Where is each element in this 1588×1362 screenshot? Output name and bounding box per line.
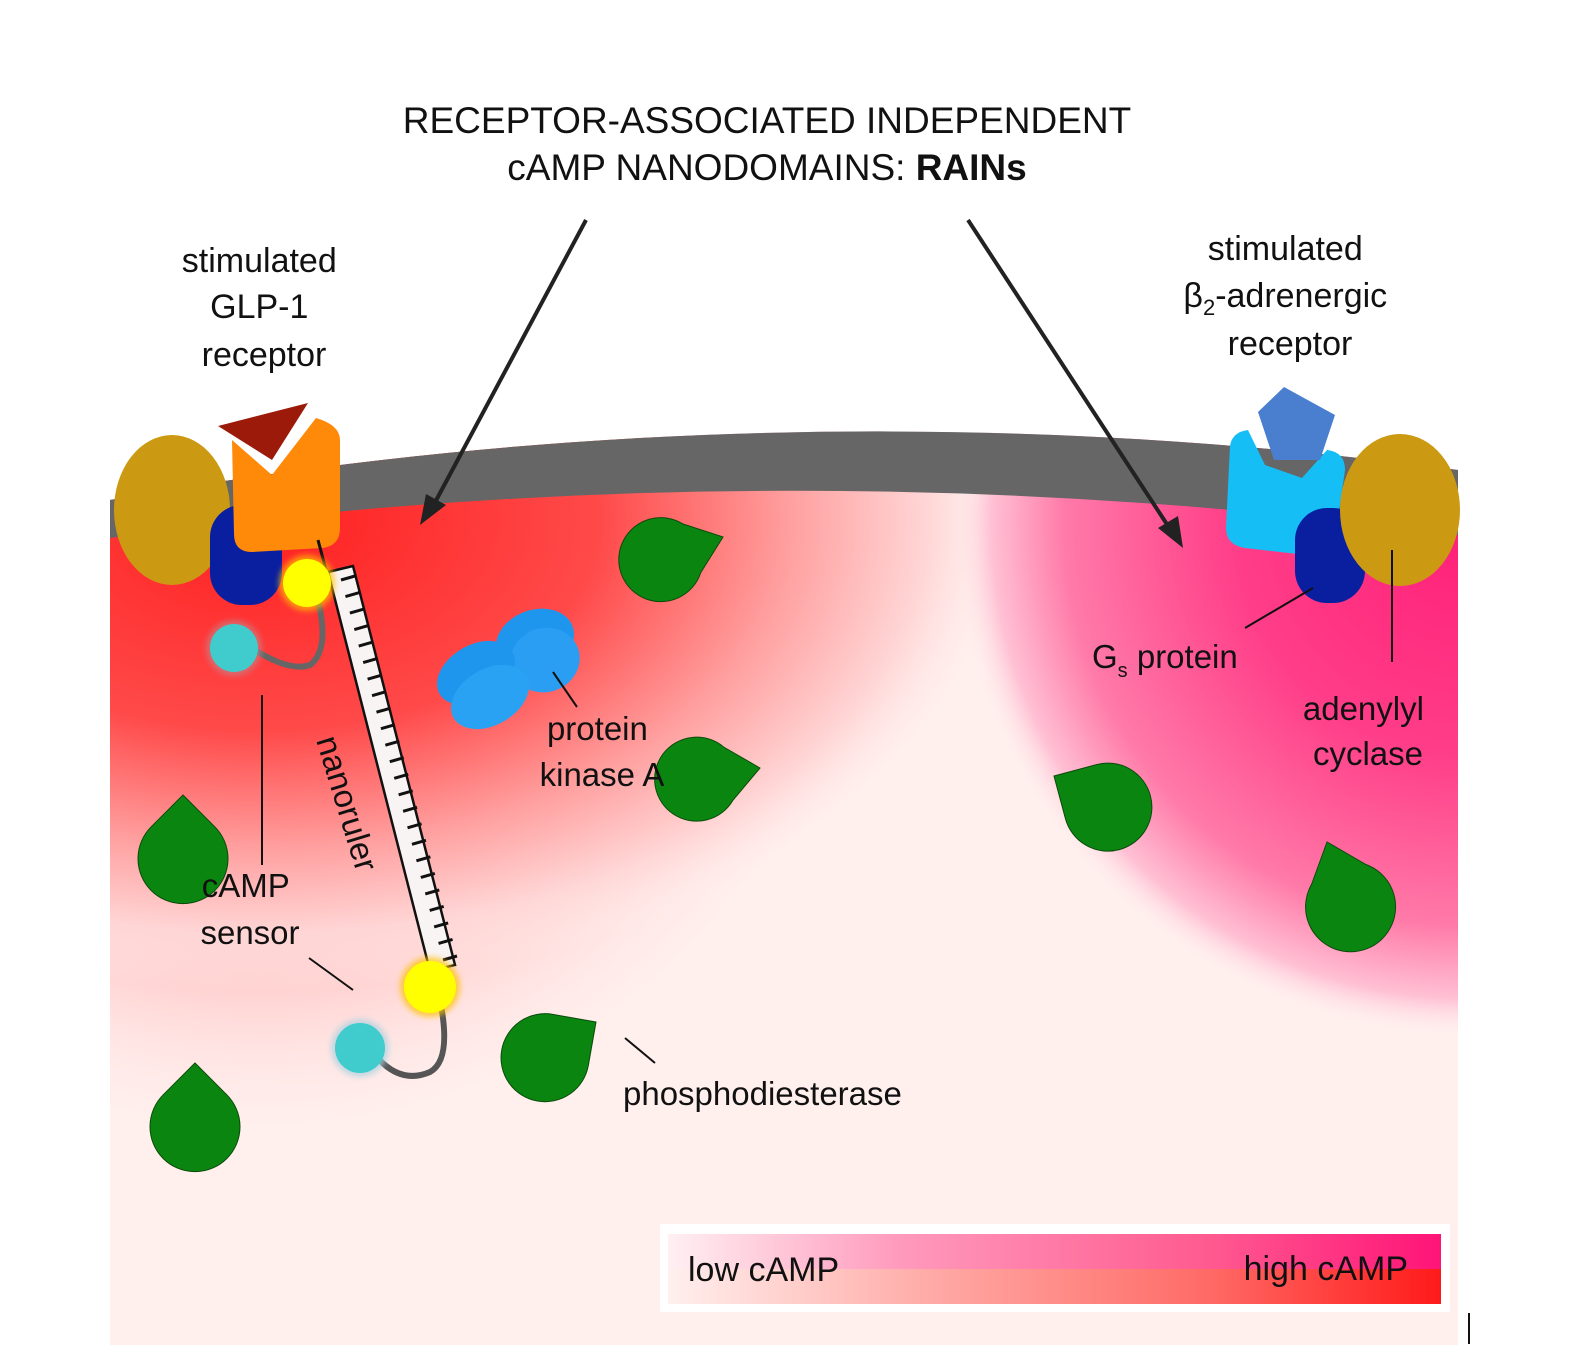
- ruler-tick: [442, 954, 458, 962]
- gs-protein-label: Gs protein: [1092, 638, 1238, 682]
- camp-sensor-bottom: [331, 957, 460, 1079]
- ruler-tick: [371, 690, 387, 698]
- ruler-tick: [358, 640, 374, 648]
- ruler-tick: [424, 888, 440, 896]
- ruler-tick: [438, 938, 453, 945]
- ruler-tick: [420, 871, 436, 879]
- legend-gradient-pink: [668, 1234, 1441, 1269]
- ruler-tick: [362, 657, 378, 665]
- legend-high-label: high cAMP: [1244, 1250, 1408, 1288]
- adenylyl-cyclase-left: [114, 435, 230, 585]
- plasma-membrane: [110, 431, 1458, 538]
- ruler-tick: [411, 838, 427, 846]
- diagram-title-line2: cAMP NANODOMAINS: RAINs: [507, 147, 1026, 188]
- ruler-tick: [389, 756, 405, 764]
- ruler-tick: [349, 607, 365, 615]
- camp-legend: low cAMP high cAMP: [660, 1224, 1450, 1312]
- diagram-title-line1: RECEPTOR-ASSOCIATED INDEPENDENT: [403, 100, 1131, 141]
- legend-low-label: low cAMP: [688, 1251, 839, 1289]
- leader-lines: [261, 550, 1393, 1064]
- camp-sensor-label: cAMP sensor: [200, 867, 299, 951]
- phosphodiesterase: [618, 517, 724, 603]
- ruler-tick: [376, 706, 391, 714]
- phosphodiesterase: [137, 794, 229, 905]
- phosphodiesterase: [654, 736, 761, 822]
- phosphodiesterase: [149, 1062, 241, 1173]
- ruler-tick: [407, 822, 422, 830]
- legend-gradient-red: [668, 1269, 1441, 1304]
- phosphodiesterase: [1305, 841, 1397, 953]
- beta2-ligand: [1258, 387, 1335, 460]
- ruler-tick: [433, 921, 449, 929]
- glp1-receptor-label: stimulated GLP-1 receptor: [182, 242, 346, 374]
- camp-sensor-top: [206, 555, 335, 676]
- ruler-tick: [340, 574, 356, 582]
- ruler-tick: [393, 772, 409, 780]
- beta2-receptor-label: stimulated β2-adrenergic receptor: [1183, 230, 1396, 363]
- ruler-tick: [415, 855, 431, 863]
- ruler-tick: [367, 673, 383, 681]
- ruler-tick: [429, 904, 445, 912]
- ruler-tick: [380, 723, 396, 731]
- nanoruler: [316, 539, 458, 973]
- adenylyl-cyclase-label: adenylyl cyclase: [1303, 690, 1433, 772]
- protein-kinase-a-label: protein kinase A: [540, 710, 665, 793]
- adenylyl-cyclase-right: [1340, 434, 1460, 586]
- glp1-receptor: [232, 418, 340, 552]
- pointer-arrows: [420, 218, 1183, 548]
- ruler-tick: [384, 739, 400, 747]
- phosphodiesterase: [1053, 762, 1153, 852]
- ruler-tick: [398, 789, 414, 797]
- phosphodiesterase-group: [137, 517, 1397, 1173]
- ruler-tick: [402, 805, 418, 813]
- ruler-tick: [353, 624, 369, 632]
- protein-kinase-a: [437, 608, 580, 730]
- ruler-tick: [345, 591, 360, 598]
- glp1-ligand: [218, 403, 308, 460]
- phosphodiesterase-label: phosphodiesterase: [623, 1075, 902, 1112]
- phosphodiesterase: [500, 1013, 597, 1103]
- cytoplasm: [110, 431, 1458, 1345]
